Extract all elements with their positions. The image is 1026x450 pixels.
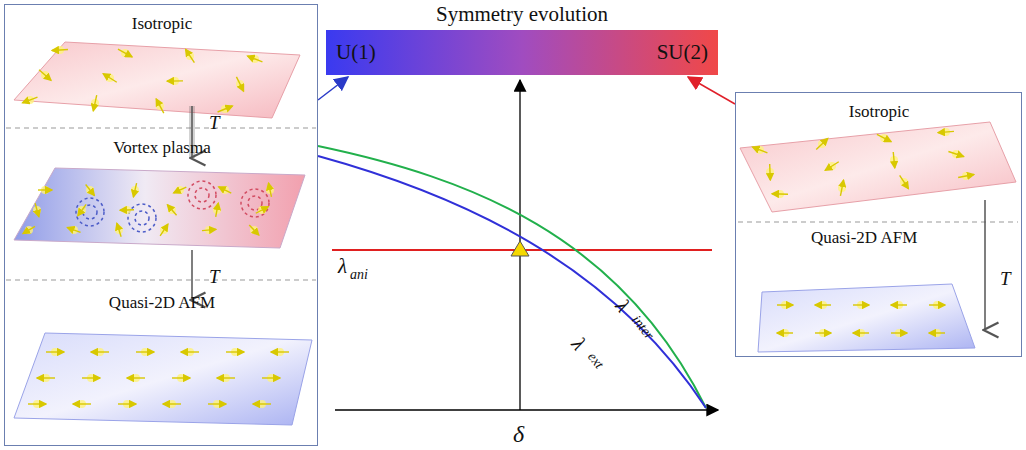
axis-label: λ — [338, 256, 347, 277]
title: Symmetry evolution — [436, 4, 608, 25]
subscript: ext — [585, 350, 606, 371]
node-text: Isotropic — [849, 103, 909, 120]
axis-label: λ — [567, 334, 589, 354]
node-text: Isotropic — [132, 15, 192, 32]
symmetry-bar: U(1) SU(2) — [326, 30, 718, 75]
node-text: Quasi-2D AFM — [109, 294, 215, 311]
node-text: SU(2) — [657, 42, 708, 63]
panel: IsotropicTVortex plasmaTQuasi-2D AFM — [4, 4, 318, 446]
node-text: T — [1000, 269, 1011, 288]
axis-label: δ — [513, 422, 524, 446]
connector-arrow — [688, 77, 735, 104]
node-text: T — [209, 113, 220, 132]
subscript: ani — [350, 268, 368, 282]
node-text: U(1) — [336, 42, 376, 63]
connector-arrow — [318, 77, 348, 100]
panel: IsotropicQuasi-2D AFM T — [735, 92, 1022, 357]
node-text: Vortex plasma — [113, 139, 210, 156]
node-text: Quasi-2D AFM — [811, 229, 917, 246]
node-text: T — [209, 267, 220, 286]
subscript: inter — [629, 313, 656, 342]
axis-label: λ — [611, 296, 633, 316]
